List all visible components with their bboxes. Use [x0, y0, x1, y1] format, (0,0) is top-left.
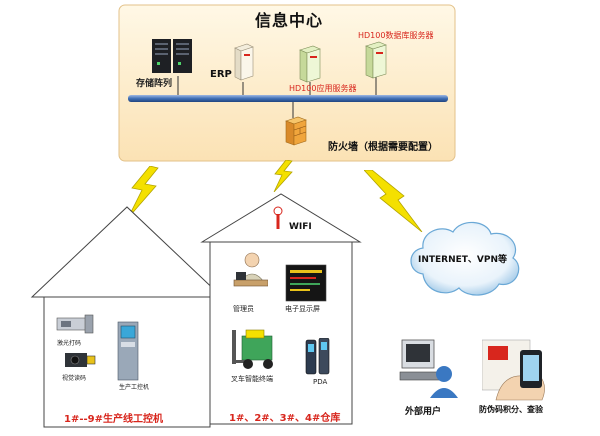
- antifake-label: 防伪码积分、查验: [479, 405, 543, 414]
- lightning-icon: [364, 170, 423, 232]
- external-user-label: 外部用户: [405, 407, 442, 417]
- laser-marker-icon: [56, 314, 94, 334]
- db-server-label: HD100数据库服务器: [358, 31, 434, 40]
- lightning-icon: [273, 160, 293, 192]
- warehouse-label: 1#、2#、3#、4#仓库: [229, 413, 341, 424]
- forklift-label: 叉车智能终端: [231, 375, 273, 383]
- firewall-icon: [285, 116, 307, 146]
- erp-server-icon: [234, 43, 254, 81]
- industrial-pc-label: 生产工控机: [119, 384, 150, 391]
- app-server-label: HD100应用服务器: [289, 84, 357, 93]
- admin-icon: [233, 252, 268, 287]
- network-bus: [128, 95, 448, 102]
- erp-label: ERP: [210, 69, 232, 80]
- forklift-icon: [232, 329, 273, 369]
- lightning-icon: [127, 166, 159, 218]
- info-center-title: 信息中心: [255, 11, 324, 30]
- internet-label: INTERNET、VPN等: [418, 255, 508, 265]
- production-label: 1#--9#生产线工控机: [64, 414, 163, 425]
- pda-icon: [305, 338, 330, 375]
- pda-label: PDA: [313, 378, 328, 386]
- camera-label: 视觉读码: [62, 375, 87, 382]
- cloud-icon: [410, 221, 520, 296]
- storage-array-label: 存储阵列: [136, 79, 173, 89]
- firewall-label: 防火墙（根据需要配置）: [328, 142, 438, 153]
- laser-marker-label: 激光打码: [57, 340, 82, 347]
- external-user-icon: [399, 339, 458, 398]
- display-icon: [285, 264, 327, 302]
- industrial-pc-icon: [117, 321, 139, 381]
- phone-scan-icon: [482, 339, 545, 401]
- admin-label: 管理员: [233, 305, 254, 313]
- display-label: 电子显示屏: [285, 305, 320, 313]
- wifi-label: WIFI: [289, 222, 312, 232]
- camera-icon: [65, 353, 96, 367]
- db-server-icon: [365, 41, 387, 79]
- info-center-panel: [118, 4, 456, 162]
- app-server-icon: [299, 45, 321, 83]
- storage-array-icon: [152, 39, 192, 73]
- wifi-antenna-icon: [273, 206, 283, 229]
